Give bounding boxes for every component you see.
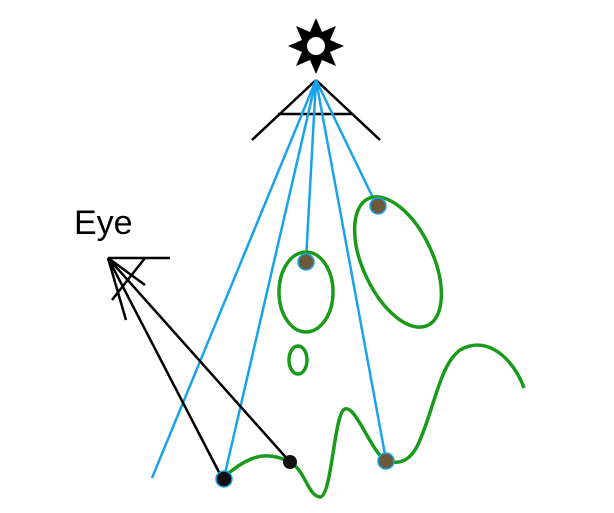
hit-point bbox=[215, 470, 233, 488]
tiny-ellipse bbox=[287, 344, 309, 376]
light-ray bbox=[150, 79, 318, 479]
hit-point bbox=[283, 455, 297, 469]
eye-frustum bbox=[106, 256, 170, 321]
ground-curve bbox=[220, 343, 526, 499]
light-ray bbox=[222, 79, 318, 479]
hit-point bbox=[369, 197, 387, 215]
eye-label: Eye bbox=[74, 204, 133, 242]
hit-point bbox=[297, 253, 315, 271]
light-ray bbox=[314, 79, 378, 205]
large-ellipse bbox=[352, 195, 444, 329]
light-ray bbox=[314, 79, 388, 461]
small-ellipse bbox=[277, 250, 335, 334]
sun-icon bbox=[288, 18, 344, 74]
hit-point bbox=[377, 452, 395, 470]
eye-ray bbox=[107, 257, 291, 463]
light-ray bbox=[304, 79, 318, 261]
eye-ray bbox=[106, 257, 224, 479]
eye-rays bbox=[106, 257, 291, 479]
hit-points bbox=[215, 197, 395, 488]
light-rays bbox=[150, 79, 388, 479]
scene-geometry bbox=[220, 195, 526, 499]
